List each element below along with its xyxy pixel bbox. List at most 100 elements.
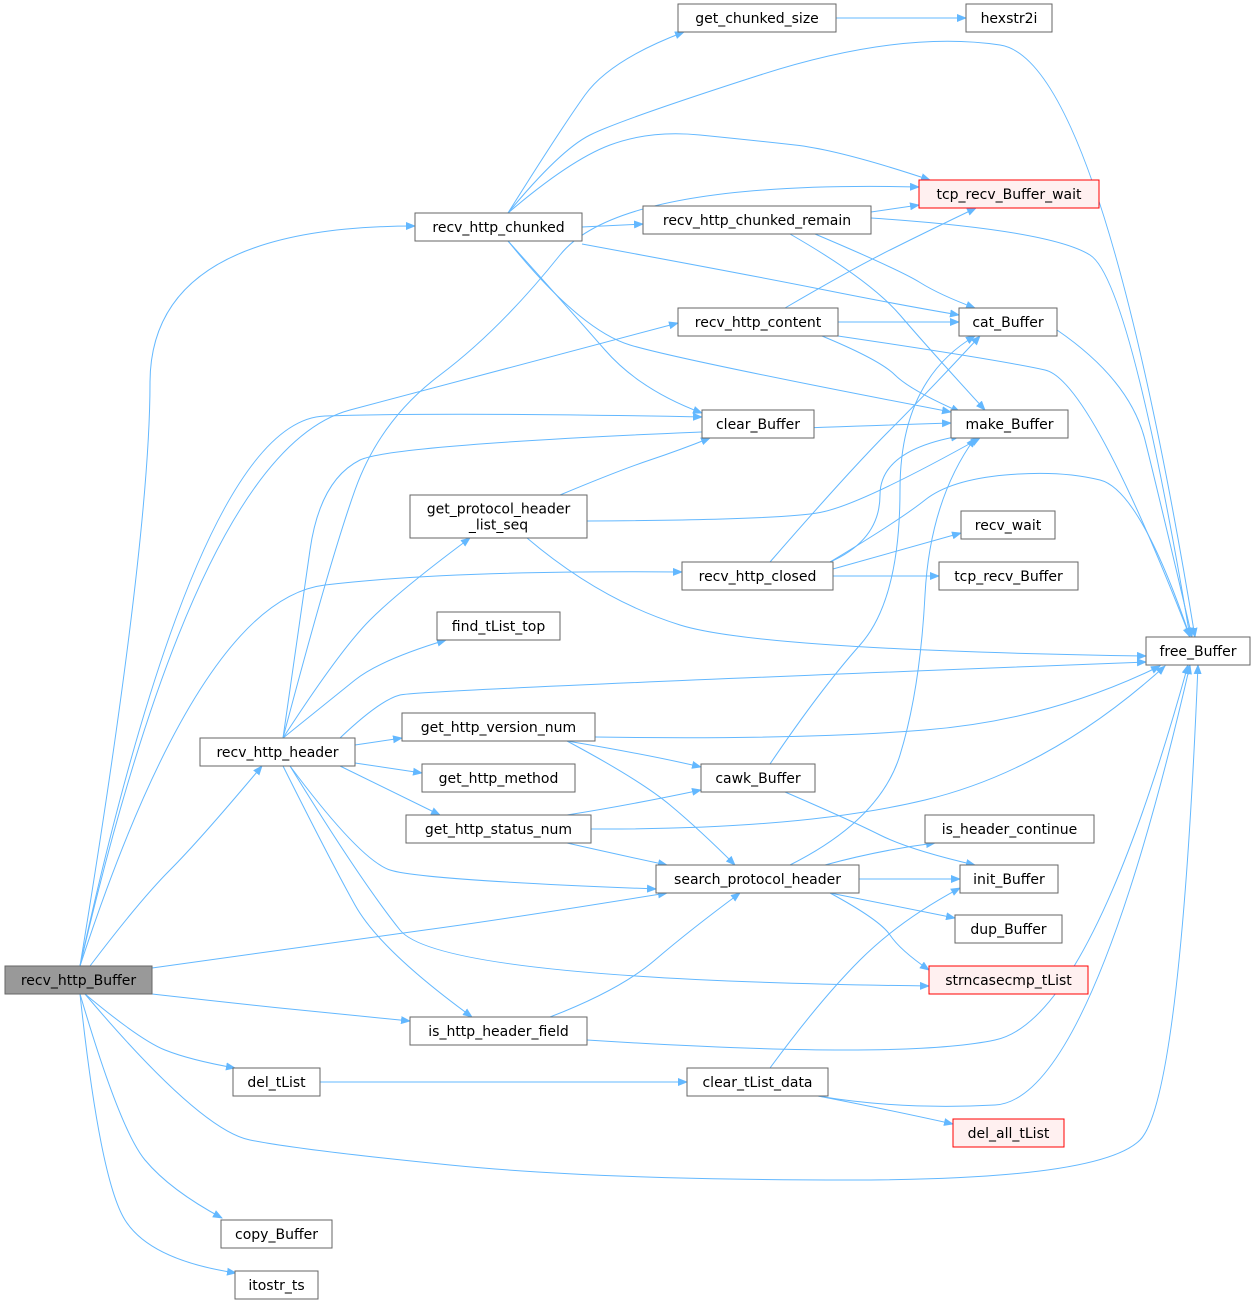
node-label: tcp_recv_Buffer [954, 569, 1063, 585]
node-is_http_header_field[interactable]: is_http_header_field [409, 1016, 588, 1046]
edge-get_http_version_num-to-free_Buffer [594, 665, 1161, 739]
node-box [954, 914, 1063, 944]
edge-recv_http_chunked-to-recv_http_chunked_remain [581, 220, 644, 229]
node-search_protocol_header[interactable]: search_protocol_header [655, 864, 860, 894]
node-label: get_http_status_num [425, 822, 572, 838]
edge-recv_http_chunked-to-free_Buffer [507, 40, 1198, 638]
edge-recv_http_header-to-get_http_version_num [354, 735, 403, 746]
edge-cawk_Buffer-to-cat_Buffer [769, 335, 976, 765]
node-get_http_status_num[interactable]: get_http_status_num [405, 814, 592, 844]
node-itostr_ts[interactable]: itostr_ts [234, 1270, 319, 1300]
node-box [928, 965, 1089, 995]
node-find_tList_top[interactable]: find_tList_top [436, 611, 561, 641]
edge-recv_http_header-to-free_Buffer [339, 658, 1147, 739]
edge-get_protocol_header_list_seq-to-make_Buffer [586, 437, 981, 522]
node-label: get_chunked_size [695, 11, 819, 27]
node-box [686, 1067, 829, 1097]
node-recv_http_chunked[interactable]: recv_http_chunked [414, 212, 583, 242]
node-clear_tList_data[interactable]: clear_tList_data [686, 1067, 829, 1097]
node-recv_wait[interactable]: recv_wait [960, 510, 1056, 540]
node-tcp_recv_Buffer[interactable]: tcp_recv_Buffer [938, 561, 1079, 591]
edge-recv_http_Buffer-to-recv_http_content [79, 321, 679, 967]
edge-recv_http_header-to-strncasecmp_tList [289, 765, 930, 990]
node-recv_http_chunked_remain[interactable]: recv_http_chunked_remain [642, 205, 872, 235]
node-label: cat_Buffer [972, 315, 1044, 331]
edge-recv_http_chunked-to-cat_Buffer [581, 243, 960, 318]
node-make_Buffer[interactable]: make_Buffer [950, 409, 1069, 439]
edge-clear_tList_data-to-del_all_tList [817, 1095, 954, 1126]
edge-recv_http_content-to-make_Buffer [821, 335, 961, 413]
node-get_chunked_size[interactable]: get_chunked_size [677, 3, 837, 33]
node-box [220, 1219, 333, 1249]
node-label: recv_http_content [695, 315, 822, 331]
node-free_Buffer[interactable]: free_Buffer [1145, 636, 1251, 666]
edge-recv_http_header-to-make_Buffer [282, 419, 952, 739]
node-label: hexstr2i [981, 11, 1038, 27]
node-tcp_recv_Buffer_wait[interactable]: tcp_recv_Buffer_wait [918, 179, 1100, 209]
node-box [1145, 636, 1251, 666]
node-dup_Buffer[interactable]: dup_Buffer [954, 914, 1063, 944]
edge-recv_http_chunked-to-clear_Buffer [507, 240, 703, 414]
node-cat_Buffer[interactable]: cat_Buffer [958, 307, 1058, 337]
node-clear_Buffer[interactable]: clear_Buffer [701, 409, 815, 439]
node-get_http_version_num[interactable]: get_http_version_num [401, 712, 596, 742]
node-copy_Buffer[interactable]: copy_Buffer [220, 1219, 333, 1249]
edge-cawk_Buffer-to-init_Buffer [784, 791, 976, 867]
edge-recv_http_closed-to-make_Buffer [829, 433, 961, 563]
node-get_protocol_header_list_seq[interactable]: get_protocol_header_list_seq [409, 494, 588, 539]
node-strncasecmp_tList[interactable]: strncasecmp_tList [928, 965, 1089, 995]
node-box [918, 179, 1100, 209]
edge-recv_http_chunked-to-get_chunked_size [507, 31, 685, 214]
node-label: cawk_Buffer [715, 771, 801, 787]
node-box [938, 561, 1079, 591]
edge-recv_http_header-to-search_protocol_header [289, 765, 657, 893]
node-box [958, 307, 1058, 337]
node-recv_http_header[interactable]: recv_http_header [199, 737, 356, 767]
node-label: is_header_continue [942, 822, 1077, 838]
edge-recv_http_chunked_remain-to-tcp_recv_Buffer_wait [870, 202, 920, 213]
node-label: get_http_version_num [421, 720, 576, 736]
node-is_header_continue[interactable]: is_header_continue [924, 814, 1095, 844]
node-recv_http_content[interactable]: recv_http_content [677, 307, 839, 337]
node-init_Buffer[interactable]: init_Buffer [959, 864, 1059, 894]
edge-recv_http_chunked-to-make_Buffer [507, 240, 952, 415]
node-label: search_protocol_header [674, 872, 841, 888]
node-box [409, 494, 588, 539]
node-del_tList[interactable]: del_tList [232, 1067, 321, 1097]
edge-recv_http_Buffer-to-clear_Buffer [79, 412, 703, 967]
node-box [681, 561, 834, 591]
node-get_http_method[interactable]: get_http_method [421, 763, 576, 793]
node-recv_http_closed[interactable]: recv_http_closed [681, 561, 834, 591]
node-del_all_tList[interactable]: del_all_tList [952, 1118, 1065, 1148]
node-label: make_Buffer [966, 417, 1054, 433]
edge-recv_http_header-to-find_tList_top [282, 638, 447, 739]
edge-recv_http_Buffer-to-recv_http_chunked [79, 222, 416, 967]
edge-get_http_status_num-to-free_Buffer [590, 665, 1166, 830]
node-label: recv_http_chunked_remain [663, 213, 851, 229]
edge-recv_http_chunked_remain-to-cat_Buffer [814, 233, 976, 309]
edge-get_protocol_header_list_seq-to-clear_Buffer [559, 437, 711, 496]
node-label: recv_http_Buffer [21, 973, 137, 989]
edge-recv_http_chunked_remain-to-free_Buffer [870, 217, 1193, 638]
edge-clear_tList_data-to-free_Buffer [817, 664, 1192, 1107]
node-box [700, 763, 816, 793]
edge-get_http_version_num-to-search_protocol_header [566, 740, 736, 866]
node-label: del_all_tList [968, 1126, 1050, 1142]
node-recv_http_Buffer: recv_http_Buffer [4, 965, 153, 995]
node-box [409, 1016, 588, 1046]
edge-search_protocol_header-to-is_header_continue [824, 840, 936, 866]
node-label: recv_http_chunked [432, 220, 564, 236]
node-label: get_protocol_header [427, 502, 571, 518]
node-cawk_Buffer[interactable]: cawk_Buffer [700, 763, 816, 793]
node-label: find_tList_top [452, 619, 546, 635]
node-box [414, 212, 583, 242]
node-label: free_Buffer [1159, 644, 1236, 660]
node-box [421, 763, 576, 793]
node-box [965, 3, 1053, 33]
node-box [234, 1270, 319, 1300]
node-hexstr2i[interactable]: hexstr2i [965, 3, 1053, 33]
edge-recv_http_closed-to-cat_Buffer [769, 335, 981, 563]
edge-recv_http_Buffer-to-itostr_ts [79, 993, 237, 1276]
